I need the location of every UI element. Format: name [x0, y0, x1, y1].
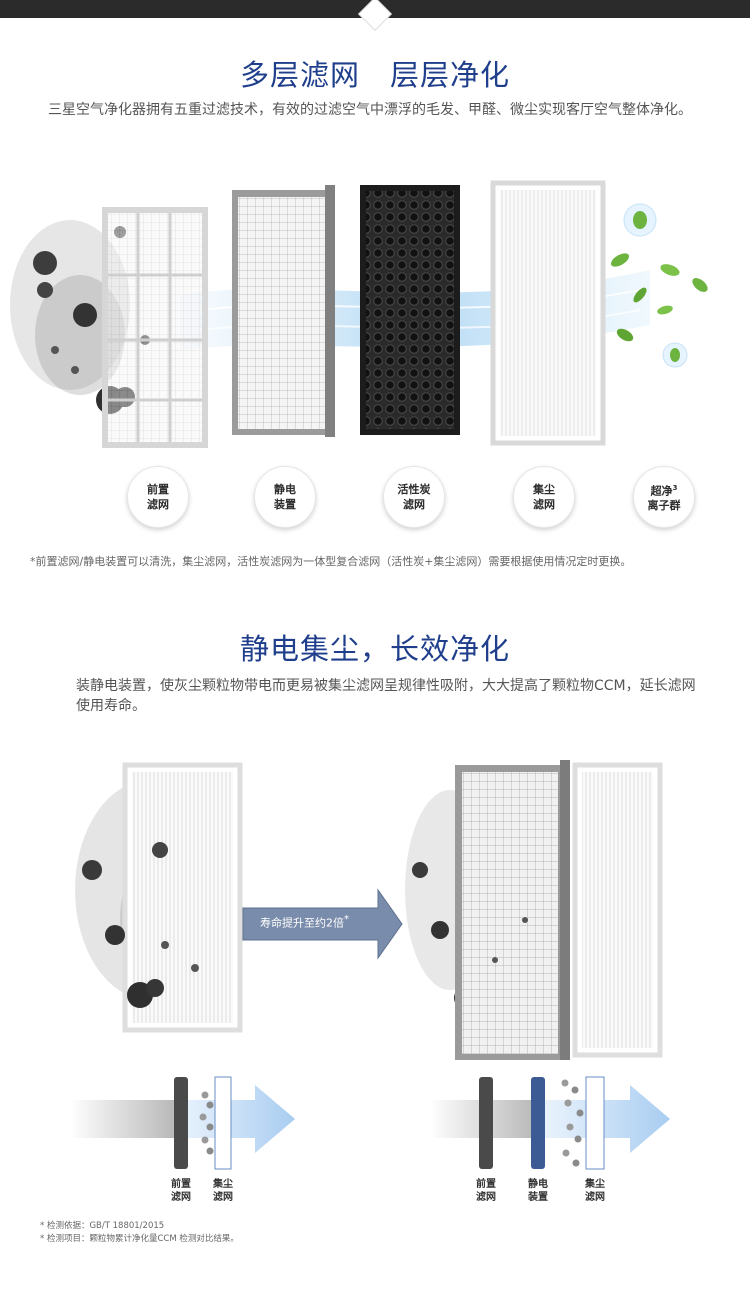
electrostatic-filter	[232, 185, 335, 437]
section1-paragraph: 三星空气净化器拥有五重过滤技术，有效的过滤空气中漂浮的毛发、甲醛、微尘实现客厅空…	[48, 102, 692, 118]
badge-line: 装置	[274, 498, 296, 511]
badge-line: 超净3	[651, 481, 678, 499]
left-hepa-bar	[214, 1076, 232, 1170]
right-electrostatic-filter	[455, 760, 570, 1060]
right-electrostatic-bar	[531, 1077, 545, 1169]
arrow-label-mark: *	[344, 914, 349, 925]
left-airflow-diagram	[70, 1076, 295, 1170]
caption-left-hepa: 集尘 滤网	[203, 1178, 243, 1204]
front-mesh-filter	[102, 207, 208, 448]
caption-line: 静电	[528, 1179, 548, 1190]
section2-paragraph: 装静电装置，使灰尘颗粒物带电而更易被集尘滤网呈规律性吸附，大大提高了颗粒物CCM…	[76, 678, 696, 714]
badge-ion: 超净3 离子群	[633, 466, 695, 528]
caption-line: 装置	[528, 1192, 548, 1203]
arrow-label-text: 寿命提升至约2倍	[260, 916, 344, 930]
right-airflow-diagram	[430, 1076, 670, 1170]
badge-line: 滤网	[403, 498, 425, 511]
right-hepa-bar	[585, 1076, 605, 1170]
caption-right-hepa: 集尘 滤网	[575, 1178, 615, 1204]
footnote-test-item: * 检测项目：颗粒物累计净化量CCM 检测对比结果。	[40, 1234, 239, 1244]
badge-carbon: 活性炭 滤网	[383, 466, 445, 528]
airflow-diagrams-svg	[70, 1076, 670, 1170]
badge-line: 滤网	[147, 498, 169, 511]
leaves-decoration	[610, 203, 708, 368]
lifespan-arrow	[242, 888, 403, 960]
filter-layers-illustration	[0, 175, 750, 460]
footnote-standard: * 检测依据：GB/T 18801/2015	[40, 1221, 165, 1231]
section1-note: *前置滤网/静电装置可以清洗，集尘滤网，活性炭滤网为一体型复合滤网（活性炭+集尘…	[30, 555, 632, 568]
badge-line: 静电	[274, 483, 296, 496]
arrow-label: 寿命提升至约2倍*	[260, 914, 349, 931]
badge-superscript: 3	[672, 483, 678, 492]
badge-line: 集尘	[533, 483, 555, 496]
caption-line: 滤网	[476, 1192, 496, 1203]
badge-line: 滤网	[533, 498, 555, 511]
caption-right-front: 前置 滤网	[466, 1178, 506, 1204]
badge-line: 活性炭	[397, 483, 431, 496]
hepa-filter	[490, 180, 606, 446]
caption-line: 前置	[171, 1179, 191, 1190]
caption-line: 滤网	[585, 1192, 605, 1203]
section2-title: 静电集尘，长效净化	[239, 632, 510, 666]
caption-line: 集尘	[585, 1179, 605, 1190]
electrostatic-comparison-illustration	[0, 750, 750, 1080]
badge-line: 前置	[147, 483, 169, 496]
section1-title: 多层滤网 层层净化	[239, 58, 510, 92]
carbon-filter	[360, 185, 460, 435]
caption-line: 滤网	[213, 1192, 233, 1203]
badge-electrostatic: 静电 装置	[254, 466, 316, 528]
caption-line: 集尘	[213, 1179, 233, 1190]
badge-front-mesh: 前置 滤网	[127, 466, 189, 528]
right-front-filter-bar	[479, 1077, 493, 1169]
badge-hepa: 集尘 滤网	[513, 466, 575, 528]
right-hepa-filter	[572, 762, 663, 1058]
left-front-filter-bar	[174, 1077, 188, 1169]
caption-line: 前置	[476, 1179, 496, 1190]
caption-line: 滤网	[171, 1192, 191, 1203]
badge-line: 离子群	[647, 499, 681, 513]
badge-line-text: 超净	[650, 484, 673, 498]
caption-left-front: 前置 滤网	[161, 1178, 201, 1204]
filter-layers-svg	[10, 180, 708, 448]
caption-right-electrostatic: 静电 装置	[518, 1178, 558, 1204]
comparison-svg	[75, 760, 663, 1060]
